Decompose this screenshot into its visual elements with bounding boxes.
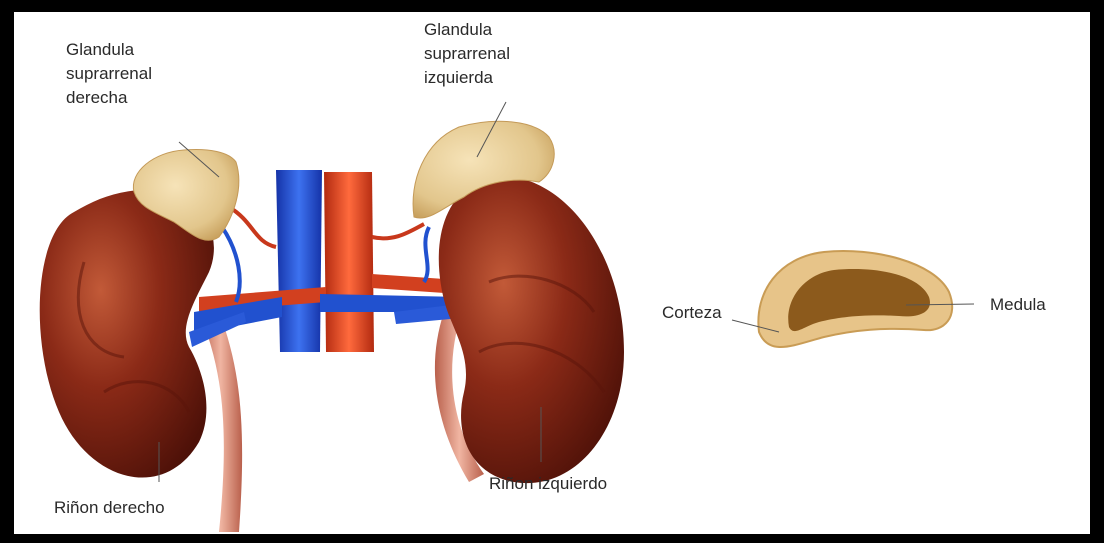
label-left-kidney: Riñon izquierdo [489, 472, 607, 496]
right-ureter [199, 312, 242, 532]
vena-cava [276, 170, 322, 352]
label-cortex: Corteza [662, 301, 722, 325]
aorta [324, 172, 374, 352]
label-right-kidney: Riñon derecho [54, 496, 165, 520]
left-kidney [439, 176, 624, 483]
label-right-adrenal-gland: Glandula suprarrenal derecha [66, 38, 152, 110]
label-medulla: Medula [990, 293, 1046, 317]
anatomy-illustration [14, 12, 1090, 534]
right-kidney [40, 190, 214, 478]
label-left-adrenal-gland: Glandula suprarrenal izquierda [424, 18, 510, 90]
diagram-frame: Glandula suprarrenal derecha Glandula su… [14, 12, 1090, 534]
